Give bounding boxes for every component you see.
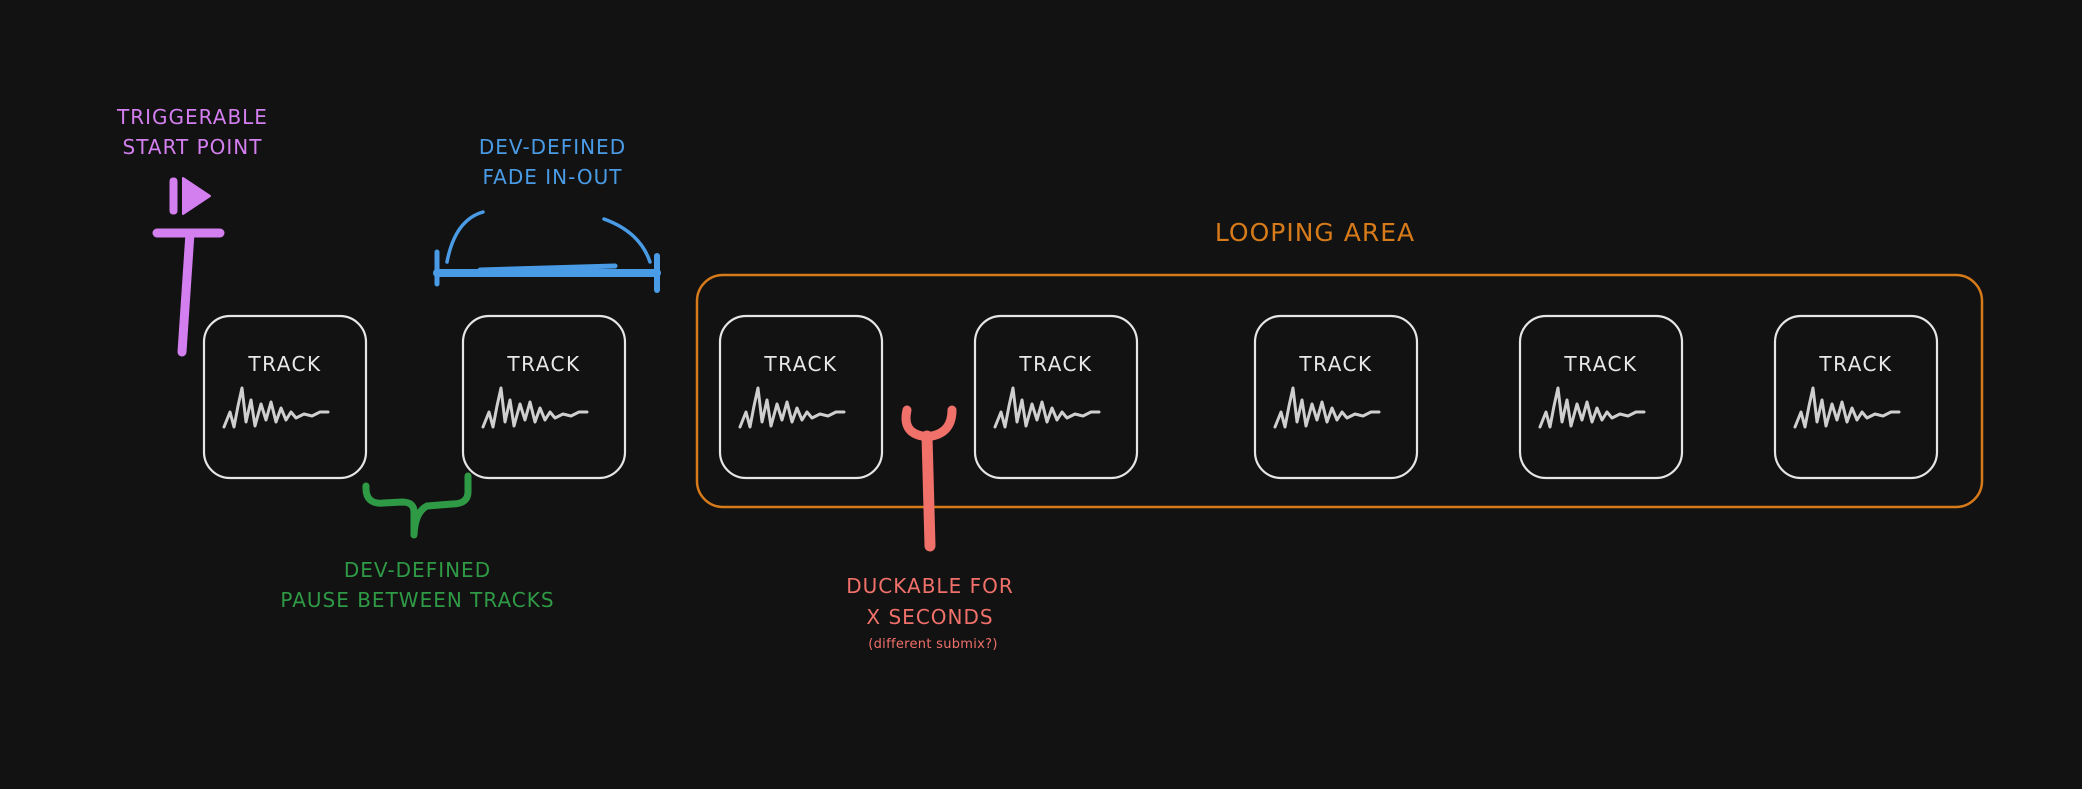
track-label: TRACK	[1299, 352, 1373, 376]
waveform-icon	[222, 386, 330, 429]
track-box	[202, 314, 368, 480]
track-box	[973, 314, 1139, 480]
play-flag-icon	[152, 177, 225, 357]
track-box	[1773, 314, 1939, 480]
fade-bracket-icon	[433, 210, 661, 293]
waveform-icon	[738, 386, 846, 429]
track-box	[1253, 314, 1419, 480]
waveform-icon	[481, 386, 589, 429]
fade-label-line-2: FADE IN-OUT	[482, 165, 623, 189]
pause-label-line-1: DEV-DEFINED	[343, 558, 492, 582]
duck-label-line-1: DUCKABLE FOR	[846, 574, 1014, 598]
ducking-fork-icon	[901, 405, 957, 552]
track-label: TRACK	[764, 352, 838, 376]
pause-label-line-2: PAUSE BETWEEN TRACKS	[280, 588, 555, 612]
looping-area-label: LOOPING AREA	[1214, 218, 1416, 247]
waveform-icon	[1538, 386, 1646, 429]
looping-area-frame	[695, 273, 1984, 509]
start-point-label-line-1: TRIGGERABLE	[117, 105, 268, 129]
track-label: TRACK	[1564, 352, 1638, 376]
start-point-label: TRIGGERABLE START POINT	[70, 102, 315, 162]
track-box	[461, 314, 627, 480]
waveform-icon	[1793, 386, 1901, 429]
tracks	[202, 314, 1939, 480]
duck-label-line-2: X SECONDS	[866, 605, 994, 629]
start-point-label-line-2: START POINT	[122, 135, 263, 159]
track-label: TRACK	[507, 352, 581, 376]
fade-label: DEV-DEFINED FADE IN-OUT	[430, 132, 675, 192]
duck-label: DUCKABLE FOR X SECONDS	[800, 571, 1060, 633]
track-label: TRACK	[248, 352, 322, 376]
fade-label-line-1: DEV-DEFINED	[478, 135, 627, 159]
waveform-icon	[993, 386, 1101, 429]
track-box	[1518, 314, 1684, 480]
track-label: TRACK	[1019, 352, 1093, 376]
pause-label: DEV-DEFINED PAUSE BETWEEN TRACKS	[240, 555, 595, 615]
track-box	[718, 314, 884, 480]
duck-note: (different submix?)	[868, 637, 998, 652]
curly-brace-icon	[362, 472, 472, 539]
waveform-icon	[1273, 386, 1381, 429]
track-label: TRACK	[1819, 352, 1893, 376]
